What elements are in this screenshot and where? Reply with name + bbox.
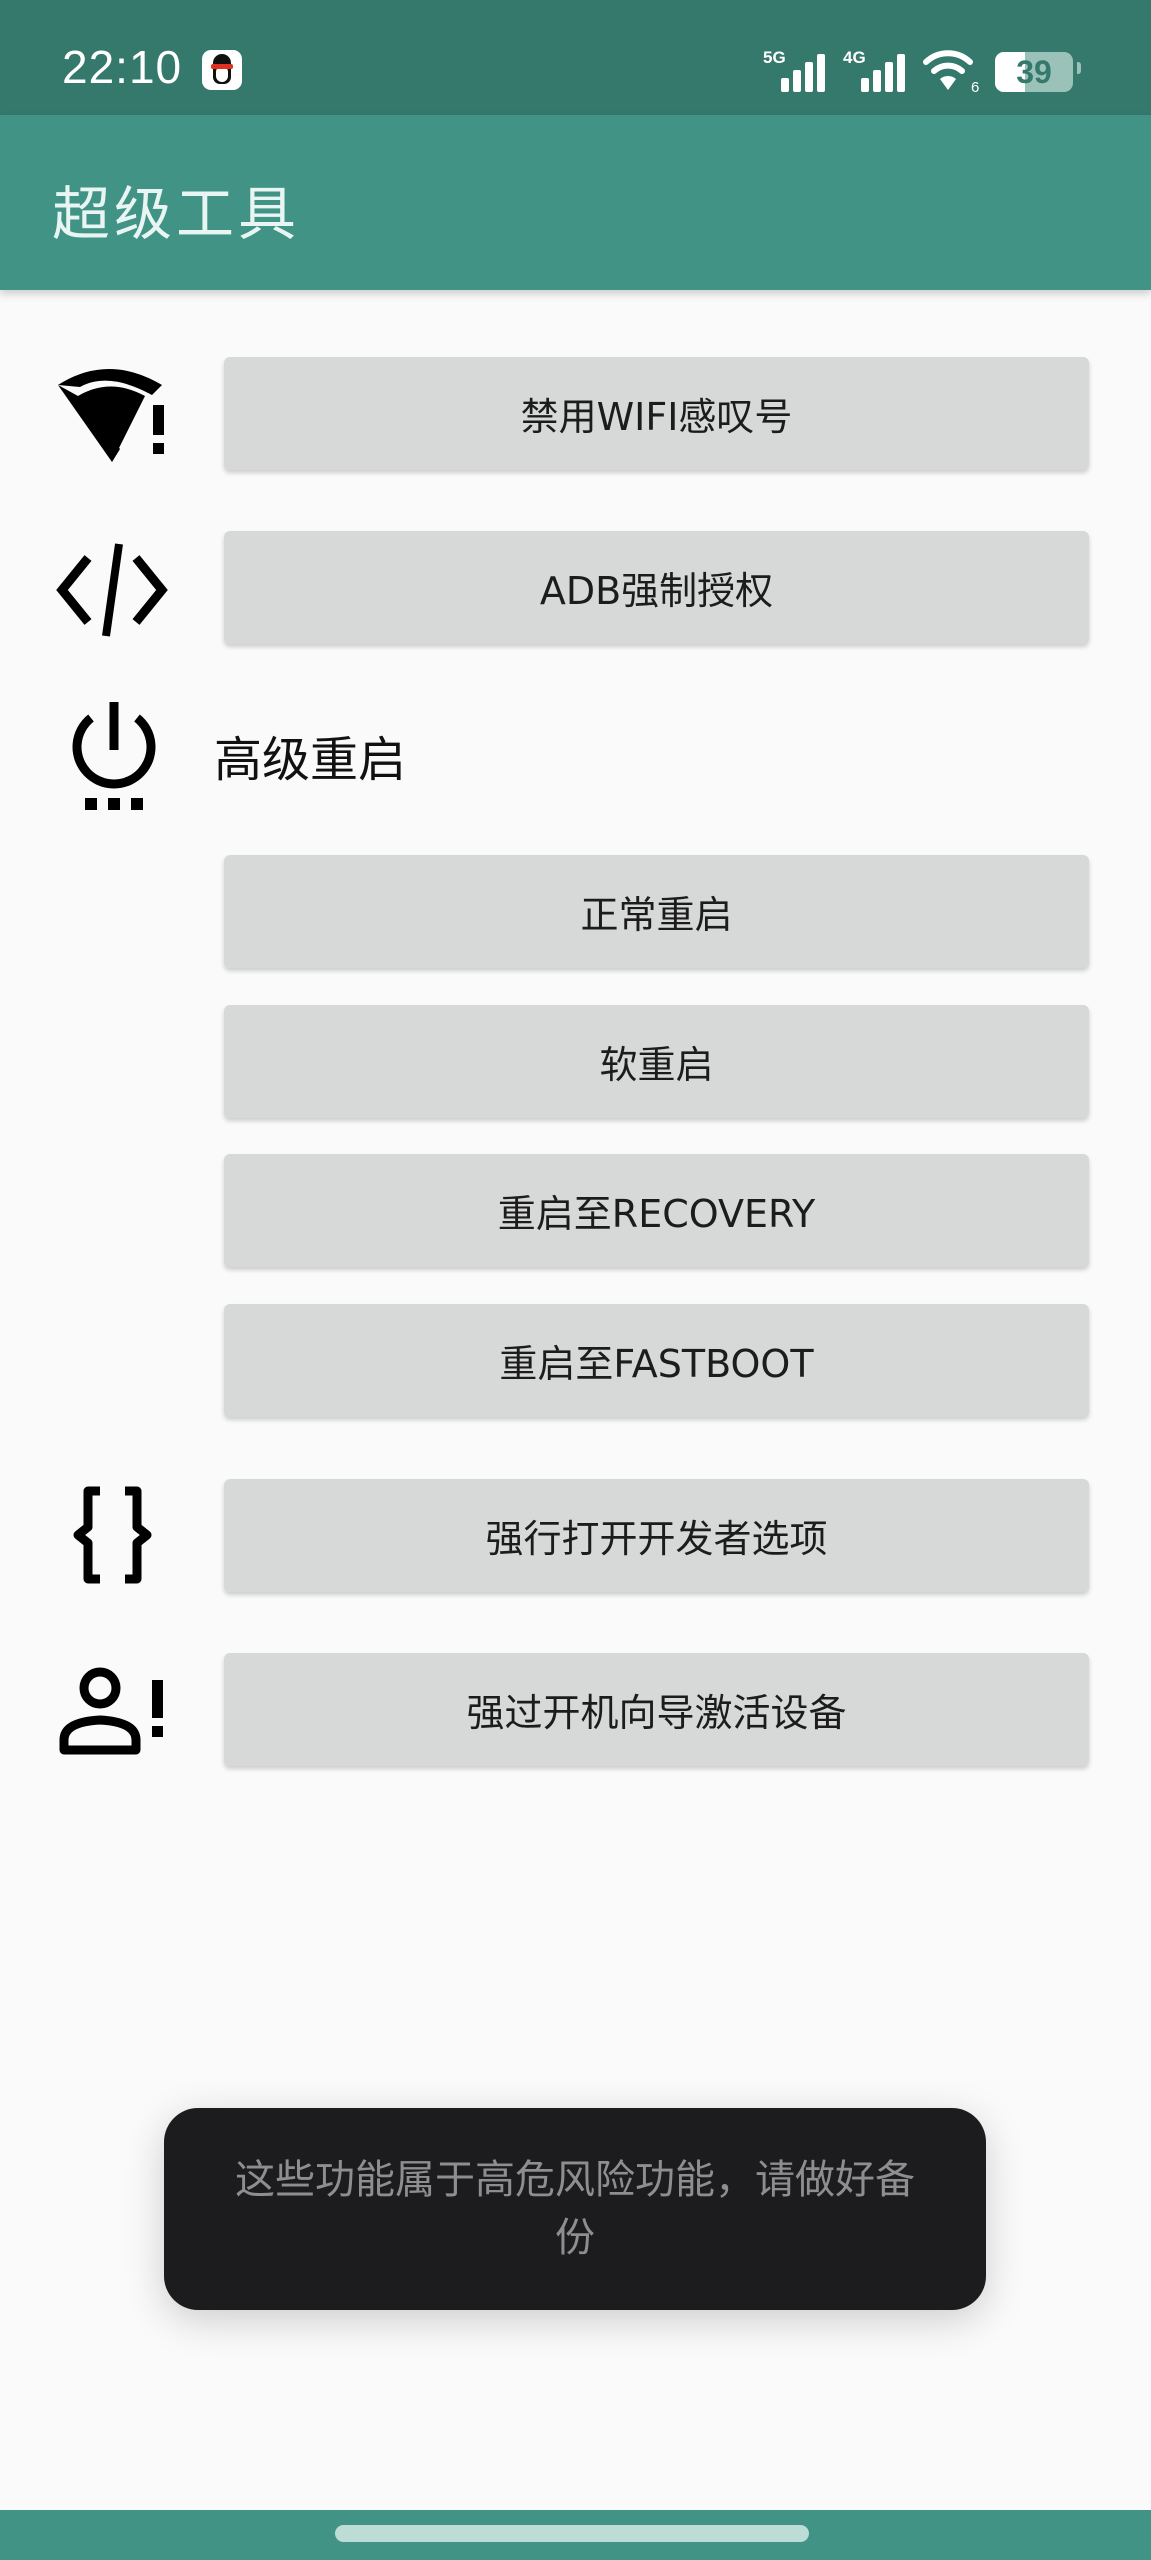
wifi-alert-icon — [50, 365, 175, 465]
button-label: ADB强制授权 — [539, 569, 774, 613]
page-title: 超级工具 — [52, 180, 301, 248]
button-label: 禁用WIFI感叹号 — [520, 395, 793, 439]
signal-5g-icon: 5G — [763, 48, 833, 92]
battery-tip — [1077, 62, 1081, 74]
button-label: 强行打开开发者选项 — [485, 1517, 828, 1561]
signal-4g-label: 4G — [843, 48, 866, 67]
battery-icon: 39 — [995, 52, 1073, 92]
person-alert-icon — [50, 1662, 175, 1762]
qq-icon — [202, 50, 242, 90]
signal-4g-icon: 4G — [843, 48, 913, 92]
reboot-recovery-button[interactable]: 重启至RECOVERY — [224, 1154, 1089, 1267]
reboot-fastboot-button[interactable]: 重启至FASTBOOT — [224, 1304, 1089, 1417]
soft-reboot-button[interactable]: 软重启 — [224, 1005, 1089, 1118]
button-label: 强过开机向导激活设备 — [466, 1691, 847, 1735]
app-bar: 超级工具 — [0, 115, 1151, 290]
status-time: 22:10 — [62, 41, 183, 93]
wifi-status-icon: 6 — [923, 48, 985, 96]
code-icon — [50, 540, 175, 640]
toast-message: 这些功能属于高危风险功能，请做好备份 — [235, 2157, 915, 2261]
button-label: 重启至RECOVERY — [497, 1192, 816, 1236]
button-label: 重启至FASTBOOT — [499, 1342, 814, 1386]
power-settings-icon — [50, 698, 175, 818]
navigation-bar — [0, 2510, 1151, 2560]
battery-percent: 39 — [1016, 54, 1052, 90]
status-indicators: 5G 4G 6 39 — [763, 44, 1081, 96]
wifi-badge: 6 — [971, 79, 980, 96]
disable-wifi-exclamation-button[interactable]: 禁用WIFI感叹号 — [224, 357, 1089, 470]
warning-toast: 这些功能属于高危风险功能，请做好备份 — [164, 2108, 986, 2310]
home-gesture-handle[interactable] — [335, 2525, 809, 2542]
normal-reboot-button[interactable]: 正常重启 — [224, 855, 1089, 968]
bypass-setup-wizard-button[interactable]: 强过开机向导激活设备 — [224, 1653, 1089, 1766]
button-label: 正常重启 — [580, 893, 733, 937]
signal-5g-label: 5G — [763, 48, 786, 67]
force-developer-options-button[interactable]: 强行打开开发者选项 — [224, 1479, 1089, 1592]
braces-icon — [50, 1485, 175, 1585]
button-label: 软重启 — [599, 1043, 714, 1087]
advanced-reboot-label: 高级重启 — [214, 732, 407, 788]
status-bar: 22:10 5G 4G 6 39 — [0, 0, 1151, 115]
adb-force-authorize-button[interactable]: ADB强制授权 — [224, 531, 1089, 644]
